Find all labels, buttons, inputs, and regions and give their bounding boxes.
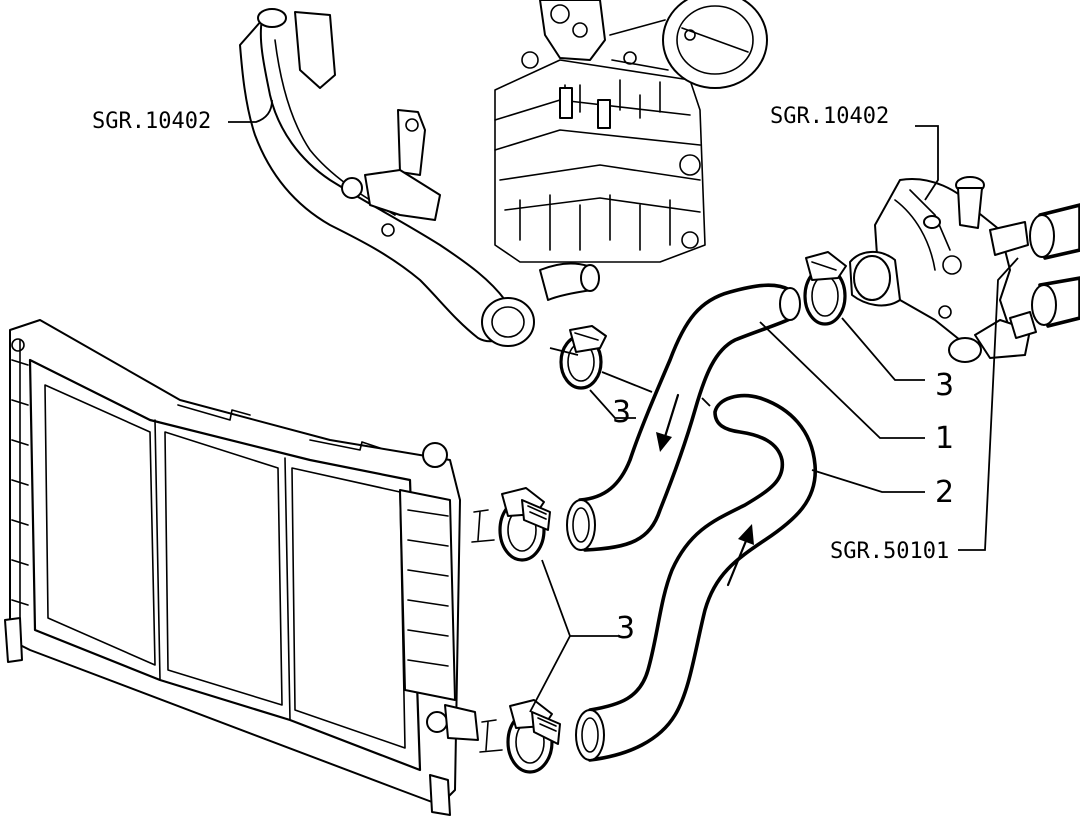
- flow-arrow-icon: [656, 393, 754, 587]
- ref-label-top-left: SGR.10402: [92, 109, 211, 134]
- alignment-mark: [471, 509, 503, 753]
- callout-3-upper-left: 3: [612, 395, 631, 430]
- ref-label-right: SGR.50101: [830, 539, 949, 564]
- callout-3-lower: 3: [616, 611, 635, 646]
- callout-2: 2: [935, 475, 954, 510]
- hose-1: [566, 283, 801, 552]
- callout-3-upper-right: 3: [935, 368, 954, 403]
- thermostat-housing-icon: [849, 176, 1037, 363]
- radiator-icon: [4, 319, 479, 816]
- engine-block-icon: [494, 51, 706, 263]
- hose-stub-icon: [1029, 203, 1080, 328]
- hose-2: [575, 393, 817, 762]
- throttle-body-icon: [539, 0, 768, 89]
- hose-clamp-icon: [498, 251, 847, 774]
- ref-label-top-right: SGR.10402: [770, 104, 889, 129]
- leader-lines: [228, 99, 1019, 713]
- coolant-pipe-icon: [239, 8, 600, 347]
- callout-1: 1: [935, 421, 954, 456]
